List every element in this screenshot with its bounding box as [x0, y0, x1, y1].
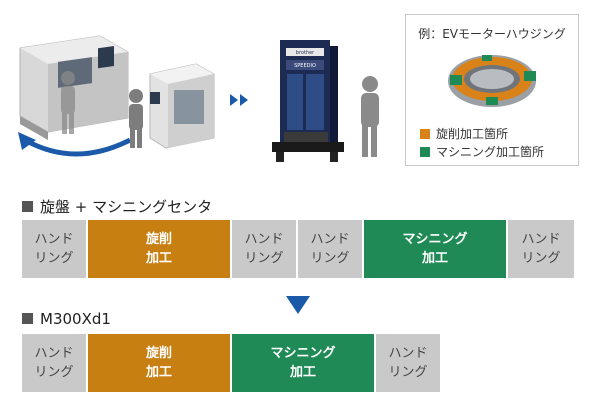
section-title-text: 旋盤 + マシニングセンタ	[40, 198, 213, 216]
legend-label-machining: マシニング加工箇所	[436, 145, 545, 159]
step-handling: ハンド リング	[508, 220, 574, 278]
down-arrow-icon	[286, 296, 310, 314]
ev-motor-housing-image	[448, 55, 536, 107]
section-title-conventional: 旋盤 + マシニングセンタ	[22, 196, 212, 217]
step-handling: ハンド リング	[298, 220, 362, 278]
m300xd1-machine: brother SPEEDIO	[272, 40, 344, 162]
handling-arrowhead	[18, 132, 36, 150]
process-flow-m300xd1: ハンド リング 旋削 加工 マシニング 加工 ハンド リング	[22, 334, 442, 392]
step-handling: ハンド リング	[376, 334, 440, 392]
legend-swatch-machining	[420, 147, 430, 157]
example-title: 例：EVモーターハウジング	[418, 27, 566, 41]
step-handling: ハンド リング	[22, 334, 86, 392]
step-machining: マシニング 加工	[232, 334, 374, 392]
transition-arrow-icon	[230, 94, 248, 106]
legend-swatch-turning	[420, 129, 430, 139]
machine-model-text: SPEEDIO	[294, 63, 316, 69]
section-title-text: M300Xd1	[40, 310, 111, 328]
handling-curve-arrow	[23, 137, 132, 157]
machining-center-old	[149, 63, 215, 149]
bullet-square-icon	[22, 313, 33, 324]
legend-item-turning: 旋削加工箇所	[420, 125, 508, 142]
legend-item-machining: マシニング加工箇所	[420, 143, 544, 160]
step-handling: ハンド リング	[232, 220, 296, 278]
bullet-square-icon	[22, 201, 33, 212]
example-box: 例：EVモーターハウジング 旋削加工箇所 マシニング加工箇所	[405, 14, 579, 166]
process-flow-conventional: ハンド リング 旋削 加工 ハンド リング ハンド リング マシニング 加工 ハ…	[22, 220, 574, 278]
process-illustration: brother SPEEDIO	[18, 35, 379, 162]
step-machining: マシニング 加工	[364, 220, 506, 278]
step-turning: 旋削 加工	[88, 334, 230, 392]
operator-figure-right	[361, 76, 379, 157]
step-handling: ハンド リング	[22, 220, 86, 278]
step-turning: 旋削 加工	[88, 220, 230, 278]
legend-label-turning: 旋削加工箇所	[436, 127, 509, 141]
machine-brand-text: brother	[296, 50, 315, 56]
section-title-m300xd1: M300Xd1	[22, 310, 111, 328]
operator-figure-middle	[129, 89, 143, 148]
operator-figure-left	[61, 71, 75, 134]
